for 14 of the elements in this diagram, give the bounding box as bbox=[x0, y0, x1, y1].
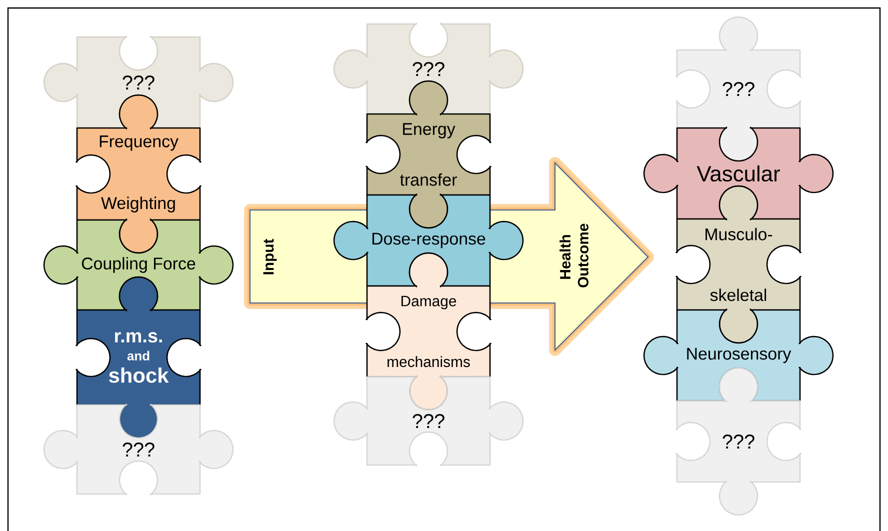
puzzle-piece: r.m.s. and shock bbox=[76, 276, 202, 439]
puzzle-piece: Damage mechanisms bbox=[366, 252, 492, 411]
puzzle-piece: ??? bbox=[43, 404, 234, 496]
puzzle-piece: ??? bbox=[676, 367, 802, 516]
puzzle-piece: ??? bbox=[333, 22, 524, 116]
puzzle-piece: ??? bbox=[333, 376, 524, 466]
puzzle-piece: Neurosensory bbox=[643, 308, 834, 402]
puzzle-piece: Frequency Weighting bbox=[76, 94, 202, 254]
puzzle-piece: Energy transfer bbox=[366, 80, 492, 229]
puzzle-piece: ??? bbox=[676, 16, 802, 162]
puzzle-piece: ??? bbox=[43, 36, 234, 130]
puzzle-piece: Vascular bbox=[643, 126, 834, 220]
puzzle-piece: Coupling Force bbox=[43, 218, 234, 312]
puzzle-piece: Musculo- skeletal bbox=[676, 185, 802, 344]
